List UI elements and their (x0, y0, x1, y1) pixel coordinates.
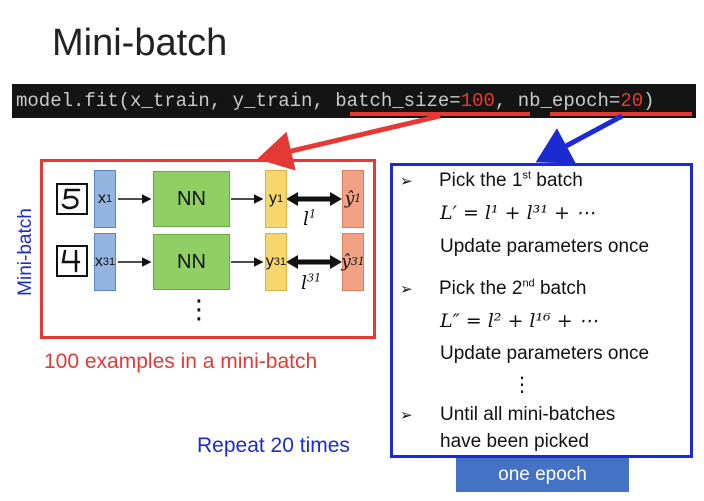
loss-label-31: l31 (301, 272, 321, 294)
digit-four-image (56, 245, 88, 277)
nn-box-1-label: NN (177, 187, 206, 210)
code-epoch-value: 20 (620, 90, 644, 112)
step2-pick: Pick the 2nd batch (439, 278, 586, 300)
bullet-arrow-icon: ➢ (400, 173, 413, 190)
input-x-1-text: x (97, 190, 106, 207)
repeat-caption: Repeat 20 times (197, 434, 350, 457)
row1-loss-double-arrow (286, 192, 342, 206)
step2-formula: L″ = l² + l¹⁶ + ⋯ (440, 310, 598, 332)
batch-size-arrow (257, 113, 441, 171)
one-epoch-label: one epoch (456, 458, 629, 492)
nb-epoch-arrow (535, 113, 624, 164)
step1-pick-post: batch (531, 170, 583, 191)
page-title: Mini-batch (52, 22, 228, 64)
input-x-31-text: x (94, 253, 103, 270)
loss-label-1-sup: 1 (309, 207, 317, 221)
step2-pick-pre: Pick the 2 (439, 278, 523, 299)
bullet-arrow-icon: ➢ (400, 281, 413, 298)
code-line: model.fit(x_train, y_train, batch_size=1… (16, 88, 655, 114)
output-y-1-text: y (268, 190, 277, 207)
target-yhat-1-symbol: ŷ (344, 189, 355, 209)
steps-ellipsis: ⋮ (512, 374, 532, 396)
step2-update: Update parameters once (440, 343, 650, 364)
more-rows-ellipsis: ⋮ (186, 294, 212, 324)
step2-pick-sup: nd (522, 277, 535, 290)
nn-box-1: NN (153, 171, 230, 227)
mini-batch-box (40, 159, 376, 339)
code-batch-key: batch_size= (335, 90, 461, 112)
epoch-steps-box (390, 163, 693, 458)
loss-label-31-sup: 31 (307, 271, 322, 285)
step2-pick-post: batch (534, 278, 587, 299)
nn-box-2-label: NN (177, 250, 206, 273)
step1-pick-pre: Pick the 1 (439, 170, 523, 191)
final-step-line2: have been picked (440, 431, 589, 452)
code-separator: , (494, 90, 518, 112)
vertical-mini-batch-label: Mini-batch (15, 208, 36, 296)
step1-update: Update parameters once (440, 236, 650, 257)
digit-five-image (56, 183, 88, 215)
code-prefix: model.fit(x_train, y_train, (16, 90, 336, 112)
output-y-31-text: y (265, 253, 274, 270)
loss-label-1-text: l (303, 208, 310, 230)
loss-label-31-text: l (301, 272, 308, 294)
target-yhat-31-symbol: ŷ (341, 252, 351, 272)
loss-label-1: l1 (303, 208, 316, 230)
mini-batch-caption: 100 examples in a mini-batch (44, 350, 318, 373)
code-batch-value: 100 (460, 90, 495, 112)
row2-loss-double-arrow (286, 255, 342, 269)
code-epoch-key: nb_epoch= (517, 90, 621, 112)
step1-pick-sup: st (522, 169, 531, 182)
bullet-arrow-icon: ➢ (400, 407, 413, 424)
final-step-line1: Until all mini-batches (440, 404, 616, 425)
nn-box-2: NN (153, 234, 230, 290)
step1-pick: Pick the 1st batch (439, 170, 583, 192)
step1-formula: L′ = l¹ + l³¹ + ⋯ (440, 202, 595, 224)
code-suffix: ) (643, 90, 655, 112)
